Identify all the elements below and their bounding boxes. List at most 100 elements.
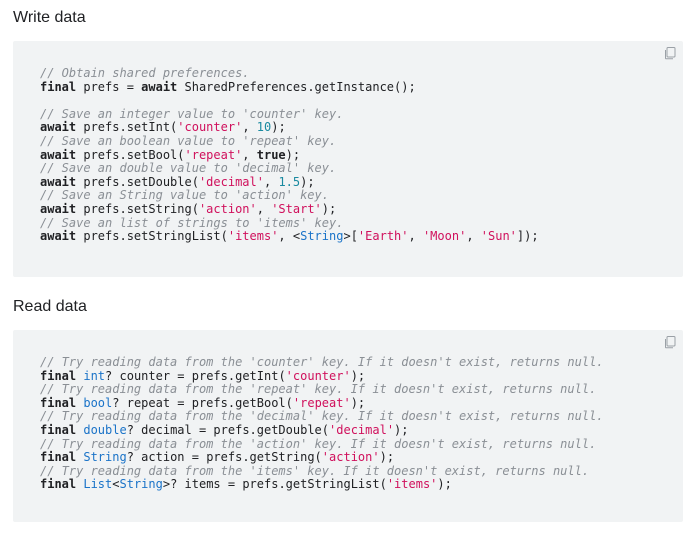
code-line: // Try reading data from the 'counter' k… <box>40 355 604 370</box>
code-line: await prefs.setString('action', 'Start')… <box>40 201 539 217</box>
code-comment: // Try reading data from the 'repeat' ke… <box>40 382 597 397</box>
code-keyword: final <box>40 368 77 383</box>
code-keyword: final <box>40 477 77 492</box>
code-text: < <box>112 477 120 492</box>
code-keyword: await <box>141 79 178 94</box>
code-type: String <box>83 450 127 465</box>
code-text: ); <box>350 368 366 383</box>
code-string: 'items' <box>386 477 438 492</box>
code-line: final bool? repeat = prefs.getBool('repe… <box>40 395 604 411</box>
code-comment: // Try reading data from the 'counter' k… <box>40 355 604 369</box>
code-listing: // Obtain shared preferences.final prefs… <box>40 66 539 244</box>
code-keyword: await <box>40 120 77 135</box>
code-text: prefs.setInt( <box>76 120 178 135</box>
code-keyword: await <box>40 174 77 189</box>
code-line <box>40 94 539 108</box>
code-line: await prefs.setDouble('decimal', 1.5); <box>40 174 539 190</box>
code-comment: // Obtain shared preferences. <box>40 66 250 80</box>
code-line: // Save an String value to 'action' key. <box>40 189 539 203</box>
code-keyword: final <box>40 79 77 94</box>
code-line: // Save an double value to 'decimal' key… <box>40 161 539 176</box>
code-text: , <box>408 229 423 244</box>
code-text: ]); <box>516 229 539 244</box>
code-line: await prefs.setInt('counter', 10); <box>40 121 539 135</box>
code-string: 'action' <box>198 201 257 216</box>
code-line: // Try reading data from the 'items' key… <box>40 463 604 479</box>
code-text: , <box>242 120 257 135</box>
code-text: , <box>242 147 257 162</box>
code-text: , <box>263 174 279 189</box>
code-text: prefs.setString( <box>76 201 199 216</box>
code-line: // Obtain shared preferences. <box>40 66 539 81</box>
section-title-write-data: Write data <box>13 9 86 26</box>
code-text: ? counter = prefs.getInt( <box>105 368 286 383</box>
code-keyword: final <box>40 422 77 437</box>
code-line: final prefs = await SharedPreferences.ge… <box>40 79 539 95</box>
code-text: ? decimal = prefs.getDouble( <box>126 422 330 437</box>
code-text: ); <box>321 201 337 216</box>
code-text: ? repeat = prefs.getBool( <box>112 395 293 410</box>
code-text: SharedPreferences.getInstance(); <box>177 79 416 94</box>
code-text: prefs.setBool( <box>76 147 185 162</box>
code-block-read-data: // Try reading data from the 'counter' k… <box>13 330 683 522</box>
code-string: 'decimal' <box>329 422 395 437</box>
code-comment: // Save an boolean value to 'repeat' key… <box>40 133 337 148</box>
code-text: ); <box>285 147 301 162</box>
code-text: >? items = prefs.getStringList( <box>162 477 387 492</box>
code-line: // Try reading data from the 'action' ke… <box>40 436 604 452</box>
code-comment: // Save an list of strings to 'items' ke… <box>40 215 344 230</box>
code-comment: // Save an double value to 'decimal' key… <box>40 161 337 176</box>
code-string: 'items' <box>227 229 279 244</box>
code-text: ? action = prefs.getString( <box>126 450 322 465</box>
code-text: ); <box>379 450 395 465</box>
code-string: 'decimal' <box>198 174 264 189</box>
code-string: 'Sun' <box>480 229 517 244</box>
code-line: // Try reading data from the 'decimal' k… <box>40 410 604 424</box>
code-string: 'counter' <box>177 120 243 135</box>
code-text: ); <box>350 395 366 410</box>
code-keyword: final <box>40 395 77 410</box>
code-line: // Save an list of strings to 'items' ke… <box>40 215 539 231</box>
code-text: prefs = <box>76 79 142 94</box>
code-text: ); <box>394 422 409 437</box>
code-number: 1.5 <box>278 174 301 189</box>
code-line: // Try reading data from the 'repeat' ke… <box>40 382 604 397</box>
code-text: >[ <box>343 229 358 244</box>
code-line: await prefs.setStringList('items', <Stri… <box>40 229 539 244</box>
code-text: prefs.setDouble( <box>76 174 199 189</box>
code-type: double <box>83 422 127 437</box>
code-text: , < <box>278 229 301 244</box>
code-line: final List<String>? items = prefs.getStr… <box>40 478 604 492</box>
code-type: bool <box>83 395 113 410</box>
code-keyword: true <box>256 147 286 162</box>
copy-icon[interactable] <box>663 335 677 349</box>
code-text: prefs.setStringList( <box>76 229 228 244</box>
code-string: 'counter' <box>285 368 351 383</box>
code-keyword: await <box>40 147 77 162</box>
code-keyword: final <box>40 450 77 465</box>
section-title-read-data: Read data <box>13 298 87 315</box>
code-number: 10 <box>256 120 272 135</box>
code-comment: // Save an integer value to 'counter' ke… <box>40 106 344 121</box>
code-comment: // Try reading data from the 'items' key… <box>40 463 590 478</box>
code-keyword: await <box>40 201 77 216</box>
code-text: ); <box>437 477 452 492</box>
code-comment: // Try reading data from the 'action' ke… <box>40 436 597 451</box>
code-comment: // Save an String value to 'action' key. <box>40 188 329 203</box>
code-string: 'repeat' <box>292 395 351 410</box>
code-line: // Save an integer value to 'counter' ke… <box>40 106 539 122</box>
code-string: 'Moon' <box>422 229 467 244</box>
code-text: ); <box>271 120 286 135</box>
code-type: String <box>300 229 344 244</box>
code-line: final int? counter = prefs.getInt('count… <box>40 368 604 384</box>
code-comment: // Try reading data from the 'decimal' k… <box>40 409 604 424</box>
copy-icon[interactable] <box>663 46 677 60</box>
code-string: 'Earth' <box>357 229 409 244</box>
code-string: 'Start' <box>271 201 322 216</box>
code-line: final double? decimal = prefs.getDouble(… <box>40 422 604 438</box>
code-listing: // Try reading data from the 'counter' k… <box>40 355 604 492</box>
code-type: List <box>83 477 113 492</box>
code-line: await prefs.setBool('repeat', true); <box>40 147 539 163</box>
code-text: , <box>256 201 272 216</box>
code-block-write-data: // Obtain shared preferences.final prefs… <box>13 41 683 277</box>
